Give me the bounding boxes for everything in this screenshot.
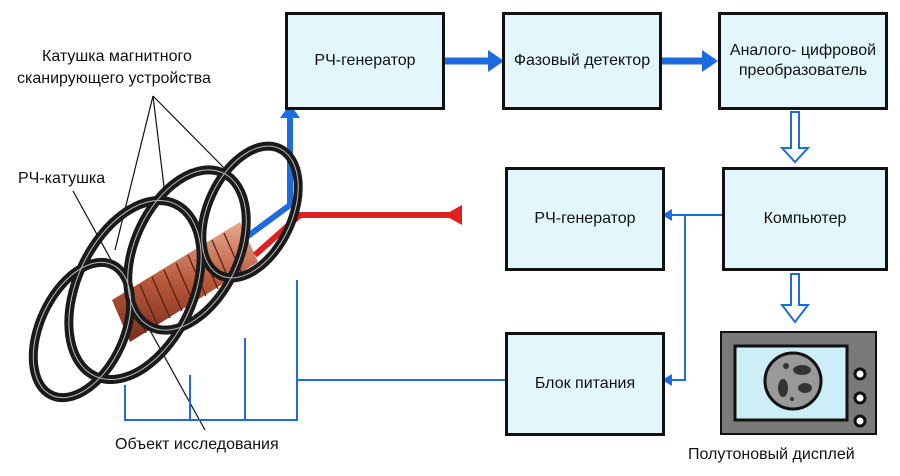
phase-detector-block: Фазовый детектор (502, 12, 662, 110)
arrow-up-rf (280, 104, 300, 118)
arrow-left-red (444, 205, 462, 225)
rf-generator-mid-block: РЧ-генератор (505, 167, 665, 271)
hollow-arrows (779, 111, 811, 324)
arrow-rf-to-phase (488, 50, 504, 72)
arrow-to-rf-mid (662, 209, 672, 221)
power-supply-block: Блок питания (505, 332, 665, 436)
power-wiring (124, 214, 722, 421)
red-lead (253, 212, 460, 258)
adc-block: Аналого- цифровой преобразователь (718, 12, 888, 110)
magnet-coil-label-line1: Катушка магнитного (42, 48, 192, 65)
computer-block: Компьютер (722, 167, 888, 271)
rf-generator-top-block: РЧ-генератор (285, 12, 445, 110)
object-label: Объект исследования (115, 436, 279, 453)
display-label: Полутоновый дисплей (688, 446, 855, 463)
rf-coil-label: РЧ-катушка (18, 170, 106, 187)
display-icon (720, 331, 877, 435)
blue-lead (246, 115, 293, 239)
arrow-to-power (662, 374, 672, 386)
arrow-phase-to-adc (702, 50, 718, 72)
magnet-coil-label-line2: сканирующего устройства (17, 70, 211, 87)
